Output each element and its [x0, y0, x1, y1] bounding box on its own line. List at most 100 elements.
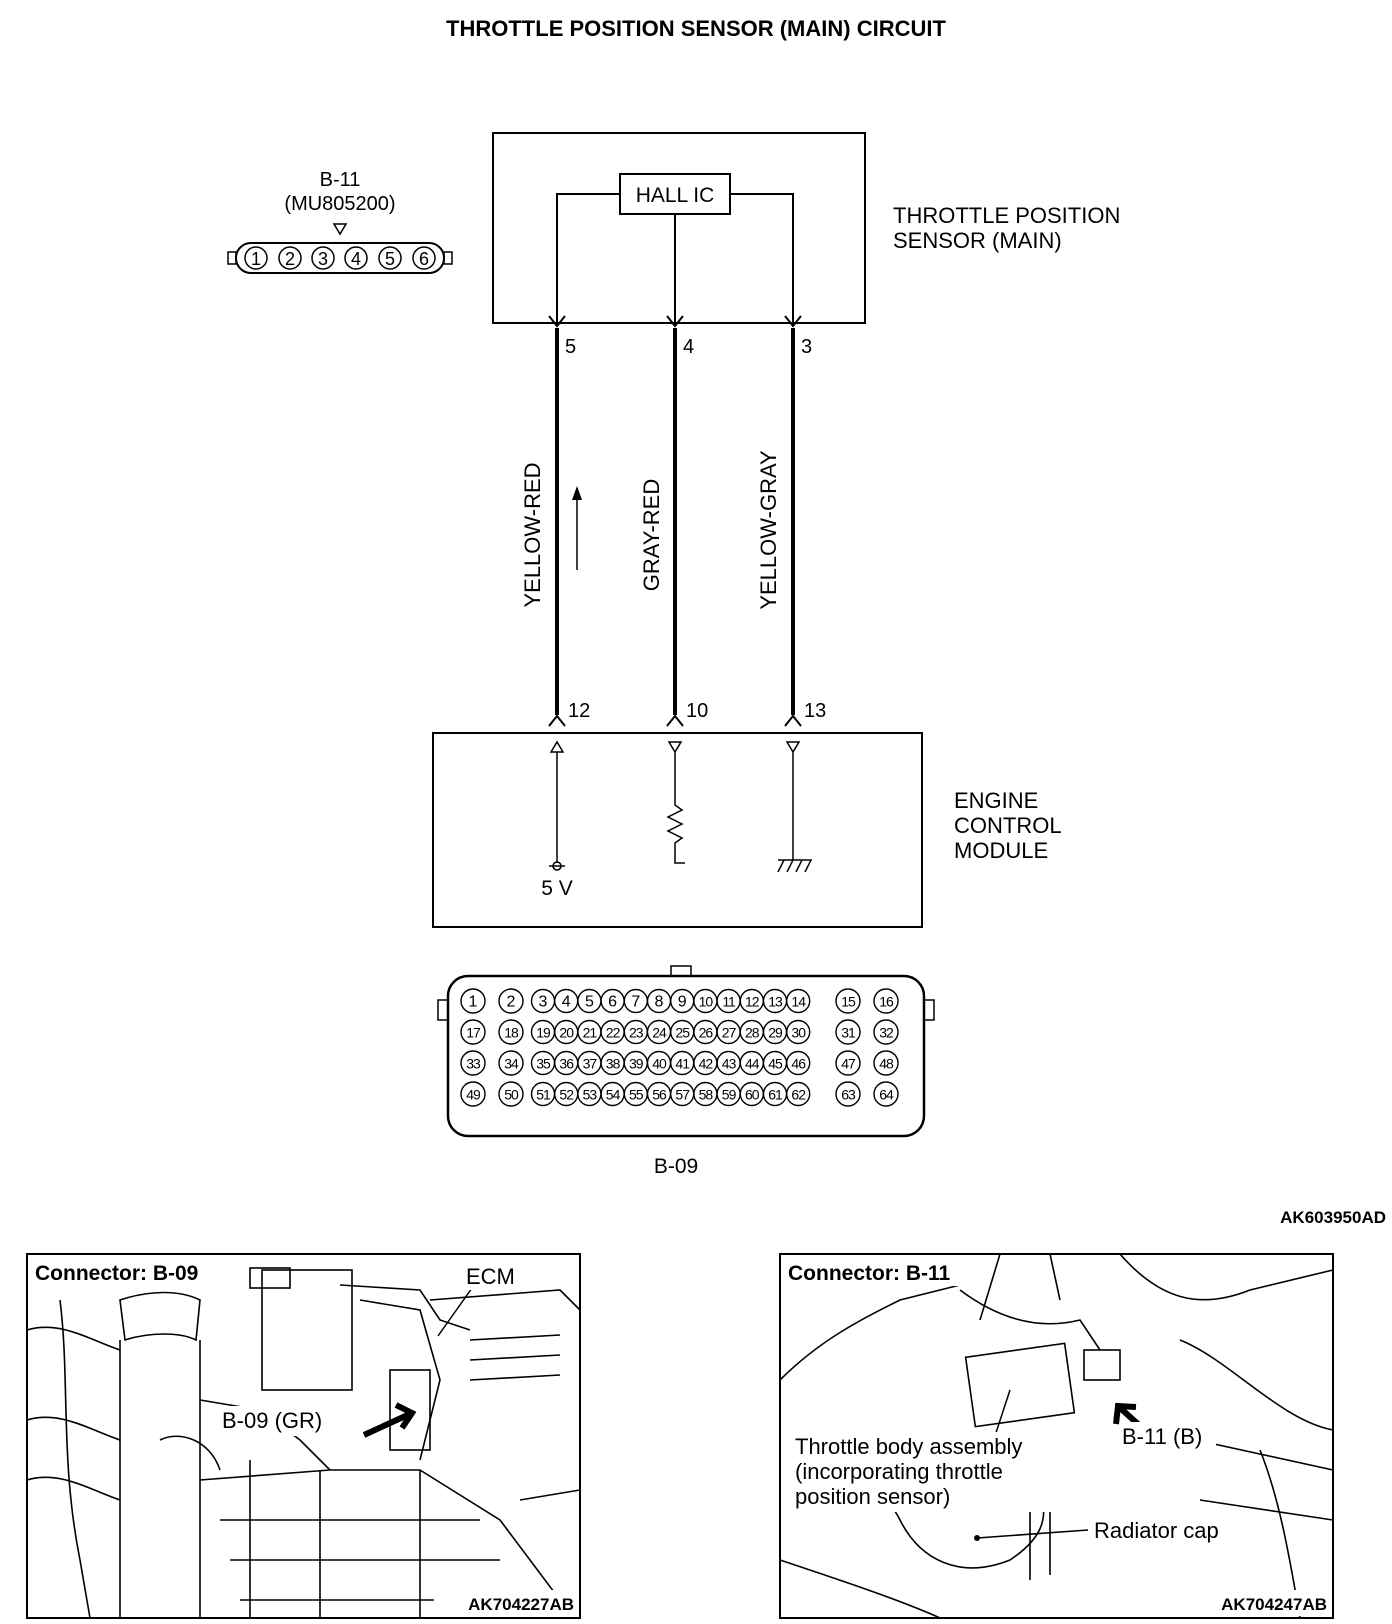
harness-wires: YELLOW-RED GRAY-RED YELLOW-GRAY: [520, 328, 795, 715]
b09-pin-label: 50: [504, 1087, 519, 1103]
wire-label-yellow-gray: YELLOW-GRAY: [756, 450, 781, 610]
b09-pin-label: 57: [675, 1087, 690, 1103]
b09-pin-label: 27: [722, 1025, 737, 1041]
b11-pin: [378, 246, 402, 270]
b09-pin-label: 23: [629, 1025, 644, 1041]
ecm-pin-12: 12: [568, 700, 590, 722]
photo-right-heading: Connector: B-11: [788, 1262, 951, 1285]
b09-pin-label: 48: [879, 1056, 894, 1072]
b09-pin: [835, 988, 861, 1014]
photo-left-code: AK704227AB: [468, 1595, 574, 1614]
sensor-pin-4: 4: [683, 336, 694, 358]
ecm-pin-10: 10: [686, 700, 708, 722]
b09-pin: [873, 1019, 899, 1045]
ecm-leader-line: [437, 1287, 473, 1337]
b09-pin-label: 39: [629, 1056, 644, 1072]
b09-pin: [460, 1019, 486, 1045]
b09-pin-label: 25: [675, 1025, 690, 1041]
b11-pin-label: 1: [251, 249, 261, 269]
b11-pins: 1 2 3 4 5 6: [244, 246, 436, 270]
b09-pin: [460, 988, 486, 1014]
ecm-input-triangle: [549, 740, 565, 753]
ecm-input-triangle: [785, 741, 801, 754]
b09-pin-label: 18: [504, 1025, 519, 1041]
b09-pin-label: 32: [879, 1025, 894, 1041]
b09-pin-label: 16: [879, 994, 894, 1010]
photo-panel-b11: Throttle body assembly (incorporating th…: [779, 1253, 1334, 1619]
wire-label-gray-red: GRAY-RED: [639, 479, 664, 591]
b09-pin: [460, 1050, 486, 1076]
b09-pin-label: 5: [585, 994, 594, 1011]
b09-pin-label: 64: [879, 1087, 894, 1103]
b09-pin: [835, 1019, 861, 1045]
ecm-pin-arrow: [784, 714, 802, 727]
b11-lock-right: [443, 251, 453, 265]
ecm-pin-13: 13: [804, 700, 826, 722]
b11-pin-label: 5: [385, 249, 395, 269]
ecm-supply-label: 5 V: [541, 877, 573, 900]
ecm-label-line3: MODULE: [954, 838, 1048, 863]
b09-pin-label: 7: [631, 994, 640, 1011]
b09-pin: [835, 1081, 861, 1107]
b09-pin-label: 52: [559, 1087, 574, 1103]
b09-pin-label: 63: [841, 1087, 856, 1103]
b09-pin-label: 53: [583, 1087, 598, 1103]
signal-direction-arrowhead: [572, 486, 582, 500]
b09-pin: [786, 988, 811, 1014]
b09-pin-label: 13: [768, 994, 783, 1010]
b09-pin-label: 3: [539, 994, 548, 1011]
b09-lock-right: [923, 999, 935, 1021]
sensor-internal-wire-3: [730, 193, 794, 325]
b09-pin: [786, 1050, 811, 1076]
b09-pin-label: 46: [791, 1056, 806, 1072]
b11-connector: B-11 (MU805200) 1 2 3 4 5 6: [227, 169, 453, 274]
resistor-icon: [666, 752, 685, 864]
photo-right-assembly-line1: Throttle body assembly: [795, 1434, 1022, 1459]
b09-pin-label: 34: [504, 1056, 519, 1072]
b09-pin-label: 22: [606, 1025, 621, 1041]
b11-pin-label: 6: [419, 249, 429, 269]
b09-pin-label: 56: [652, 1087, 667, 1103]
b09-pin-label: 60: [745, 1087, 760, 1103]
b11-pin: [344, 246, 368, 270]
b09-pin-label: 8: [655, 994, 664, 1011]
b09-pin-label: 44: [745, 1056, 760, 1072]
b09-pin-label: 1: [469, 994, 478, 1011]
sensor-label-line2: SENSOR (MAIN): [893, 228, 1062, 253]
b09-pin: [873, 1050, 899, 1076]
ecm-module: 5 V ENGINE CONTROL MODULE: [432, 732, 1062, 928]
photo-right-assembly-line3: position sensor): [795, 1484, 950, 1509]
b09-pin-label: 11: [722, 994, 736, 1010]
b11-key-mark: [332, 223, 348, 236]
photo-panel-b09: B-09 (GR) ECM Connector: B-09 AK704227AB: [26, 1253, 581, 1619]
sensor-label-line1: THROTTLE POSITION: [893, 203, 1120, 228]
b09-pin-label: 58: [699, 1087, 714, 1103]
b09-pin: [786, 1081, 811, 1107]
b09-pin-label: 30: [791, 1025, 806, 1041]
b09-pin-label: 55: [629, 1087, 644, 1103]
sensor-pin-arrow: [548, 315, 566, 328]
b09-pin-label: 43: [722, 1056, 737, 1072]
throttle-sensor: HALL IC THROTTLE POSITION SENSOR (MAIN): [492, 132, 1120, 328]
b09-pin-label: 62: [791, 1087, 806, 1103]
b09-pin-label: 54: [606, 1087, 621, 1103]
b09-pin: [498, 1050, 524, 1076]
b09-pointer-arrow: [362, 1402, 417, 1438]
ecm-label-line1: ENGINE: [954, 788, 1038, 813]
b11-connector-id: B-11: [320, 169, 361, 191]
photo-left-connector-label: B-09 (GR): [222, 1408, 322, 1433]
b09-pin: [498, 988, 524, 1014]
photo-left-ecm-label: ECM: [466, 1264, 515, 1289]
radiator-leader-line: [976, 1529, 1089, 1539]
photo-right-radiator-label: Radiator cap: [1094, 1518, 1219, 1543]
diagram-code: AK603950AD: [1280, 1208, 1386, 1227]
b09-pin-label: 61: [768, 1087, 783, 1103]
b09-pin-label: 40: [652, 1056, 667, 1072]
b09-pin: [873, 1081, 899, 1107]
b09-pin-label: 31: [841, 1025, 856, 1041]
sensor-pin-arrow: [784, 315, 802, 328]
b11-pin: [244, 246, 268, 270]
b11-pin-label: 4: [351, 249, 361, 269]
